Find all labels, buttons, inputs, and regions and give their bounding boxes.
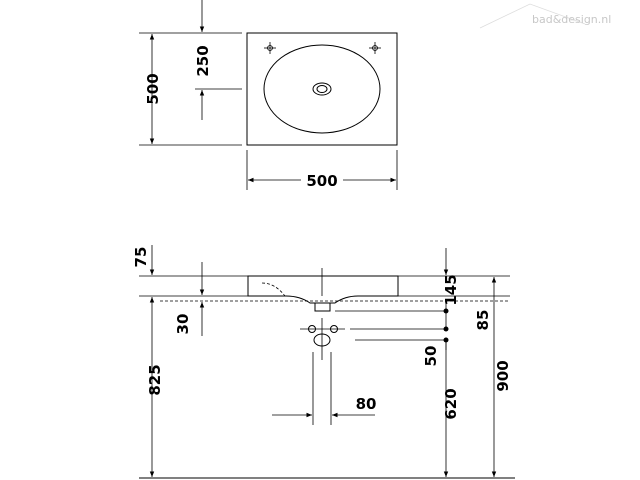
waste-outlet xyxy=(314,303,331,312)
watermark-logo: bad&design.nl xyxy=(479,3,611,29)
tap-hole-left xyxy=(264,42,276,54)
trap-dimension-label: 50 xyxy=(422,346,440,367)
total-height-dimension-label: 900 xyxy=(494,360,512,391)
height-dimension-label: 500 xyxy=(144,73,162,104)
tap-hole-right xyxy=(369,42,381,54)
waste-drop-dimension-label: 145 xyxy=(442,274,460,305)
width-dimension-label: 500 xyxy=(306,172,337,190)
side-view: 75 30 825 80 145 85 50 620 900 xyxy=(132,245,515,479)
top-view: 500 250 500 xyxy=(139,0,398,190)
tap-dimension-dot xyxy=(443,326,449,332)
drain-outer xyxy=(312,82,332,96)
half-dimension-label: 250 xyxy=(194,45,212,76)
basin-bowl xyxy=(263,44,381,134)
floor-to-waste-dimension-label: 620 xyxy=(442,388,460,419)
tap-offset-dimension-label: 85 xyxy=(474,310,492,331)
trap-offset-dimension-label: 30 xyxy=(174,314,192,335)
basin-profile xyxy=(247,275,399,304)
watermark-text: bad&design.nl xyxy=(532,13,611,26)
floor-to-rim-dimension-label: 825 xyxy=(146,364,164,395)
rim-dimension-label: 75 xyxy=(132,247,150,268)
basin-outline xyxy=(246,32,398,146)
drain-inner xyxy=(316,85,328,93)
waste-width-dimension-label: 80 xyxy=(356,395,377,413)
